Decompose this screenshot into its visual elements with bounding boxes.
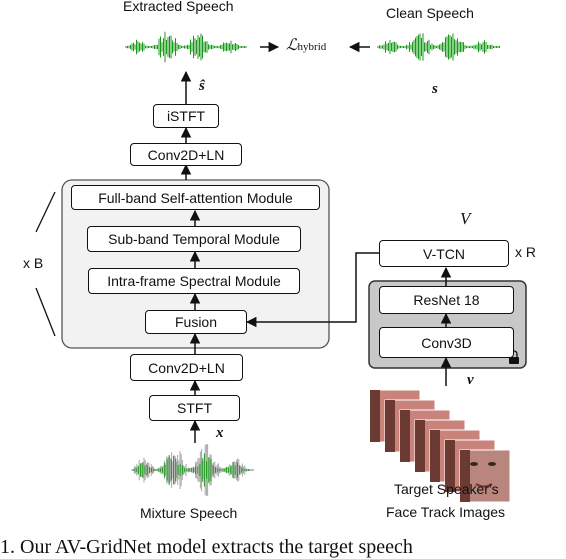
clean-speech-label: Clean Speech	[386, 5, 474, 21]
extracted-speech-label: Extracted Speech	[123, 0, 234, 14]
xr-label: x R	[515, 244, 536, 260]
face-hair	[415, 420, 425, 472]
conv2d-ln-top-block: Conv2D+LN	[130, 143, 242, 166]
figure-caption: 1. Our AV-GridNet model extracts the tar…	[0, 536, 413, 558]
bracket-top	[35, 191, 56, 233]
face-track-label-line1: Target Speaker's	[394, 481, 499, 497]
xb-label: x B	[23, 255, 44, 271]
clean-speech-waveform	[377, 33, 500, 61]
s-label: s	[432, 81, 438, 97]
stft-block: STFT	[149, 395, 240, 421]
bracket-bottom	[35, 287, 56, 337]
mixture-speech-waveform	[131, 444, 254, 496]
face-hair	[445, 440, 455, 492]
loss-label: ℒhybrid	[286, 37, 327, 54]
conv2d-ln-bottom-block: Conv2D+LN	[130, 354, 243, 381]
full-band-self-attention-block: Full-band Self-attention Module	[71, 185, 320, 210]
sub-band-temporal-block: Sub-band Temporal Module	[87, 226, 301, 252]
conv3d-block: Conv3D	[379, 327, 514, 358]
face-track-label-line2: Face Track Images	[386, 504, 506, 520]
arrow-vtcn-to-fusion	[245, 252, 379, 328]
mixture-speech-label: Mixture Speech	[140, 505, 238, 521]
v-upper-label: V	[460, 209, 471, 228]
fusion-block: Fusion	[145, 310, 247, 334]
face-eye	[470, 462, 478, 466]
intra-frame-spectral-block: Intra-frame Spectral Module	[88, 268, 300, 294]
face-track-images	[369, 389, 511, 503]
face-hair	[370, 390, 380, 442]
face-hair	[400, 410, 410, 462]
extracted-speech-waveform	[125, 31, 247, 63]
s-hat-label: ŝ	[199, 78, 205, 94]
v-label: v	[467, 372, 474, 388]
face-eye	[488, 462, 496, 466]
face-mouth	[475, 483, 493, 488]
v-tcn-block: V-TCN	[379, 240, 509, 267]
face-hair	[460, 450, 470, 502]
face-hair	[385, 400, 395, 452]
x-label: x	[216, 425, 224, 441]
face-hair	[430, 430, 440, 482]
resnet18-block: ResNet 18	[379, 286, 514, 314]
istft-block: iSTFT	[153, 104, 219, 128]
